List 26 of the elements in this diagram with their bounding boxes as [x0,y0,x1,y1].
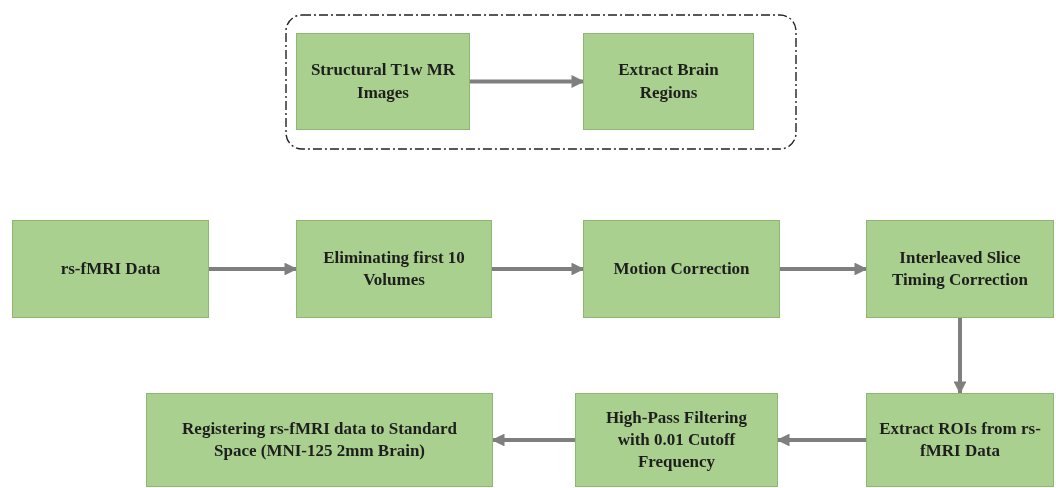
arrow [776,433,866,447]
process-box [146,393,493,487]
process-box [296,33,470,130]
process-label: Structural T1w MR Images [309,59,457,104]
process-label: Eliminating first 10 Volumes [322,246,466,291]
arrow [780,262,868,276]
arrow [470,75,585,88]
process-box [575,393,778,487]
process-label: Motion Correction [612,257,751,280]
process-label: Extract Brain Regions [617,59,720,104]
process-box [866,393,1054,487]
process-label: Extract ROIs from rs-fMRI Data [878,417,1042,462]
process-box [583,33,754,130]
process-box [866,220,1054,318]
process-box [296,220,492,318]
process-label: High-Pass Filtering with 0.01 Cutoff Frequency [604,406,749,474]
process-label: Registering rs-fMRI data to Standard Space (MNI-125 2mm Brain) [181,417,458,462]
group-outline [285,14,797,150]
process-box [12,220,209,318]
process-box [583,220,780,318]
process-label: rs-fMRI Data [59,257,162,280]
arrow [492,262,585,276]
arrow [953,318,967,395]
arrow [209,262,298,276]
arrow [491,433,575,447]
process-label: Interleaved Slice Timing Correction [891,246,1029,291]
